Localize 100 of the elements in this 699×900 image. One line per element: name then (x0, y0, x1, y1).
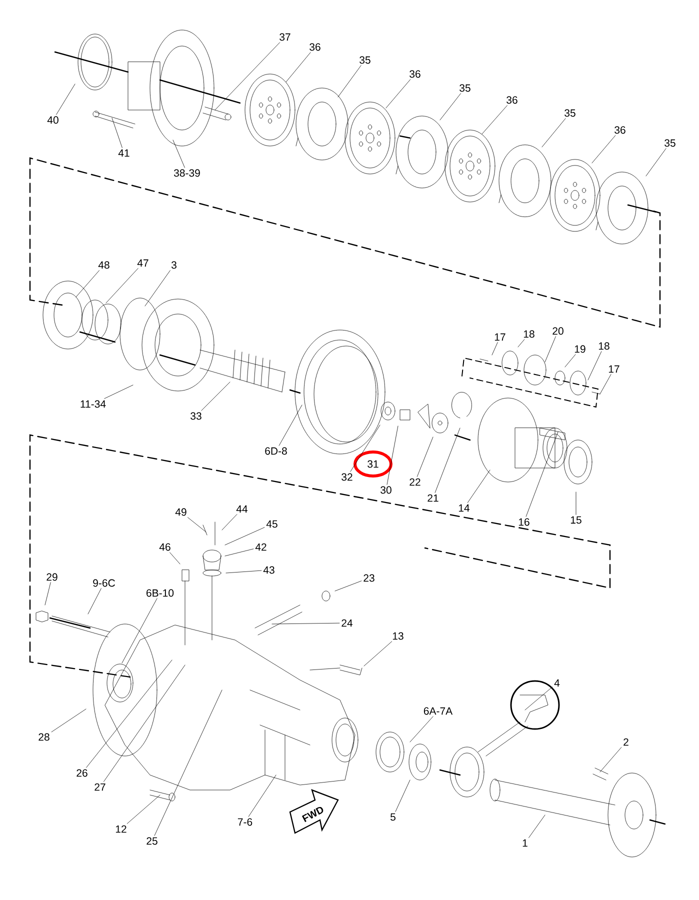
leader-line (588, 351, 602, 380)
leader-line (416, 436, 434, 477)
callout-number: 6D-8 (265, 447, 287, 455)
leader-line (544, 336, 556, 362)
callout-number: 41 (118, 149, 130, 157)
callout-number: 38-39 (174, 169, 200, 177)
leader-line (386, 426, 398, 485)
callout-number: 35 (360, 56, 370, 64)
callout-number: 35 (460, 84, 470, 92)
leader-line (334, 580, 362, 592)
leader-line (106, 268, 138, 304)
callout-number: 25 (146, 837, 158, 845)
leader-line (338, 65, 362, 98)
callout-number: 46 (159, 543, 170, 551)
callout-number: 2 (624, 738, 628, 746)
callout-number: 6A-7A (424, 707, 453, 715)
leader-line (226, 570, 262, 574)
callout-number: 4 (554, 679, 560, 687)
callout-number: 18 (598, 342, 610, 350)
callout-number: 17 (494, 333, 506, 341)
callout-number: 36 (614, 126, 626, 134)
leader-line (542, 118, 566, 148)
callout-number: 45 (266, 520, 278, 528)
leader-line (518, 339, 525, 348)
leader-line (440, 93, 461, 120)
callout-number: 3 (171, 261, 176, 269)
callout-number: 14 (458, 504, 470, 512)
callout-number: 33 (190, 412, 202, 420)
leader-line (76, 270, 100, 298)
callout-number: 11-34 (80, 400, 106, 408)
leader-line (86, 660, 172, 768)
callout-number: 28 (38, 733, 50, 741)
callout-number: 47 (137, 259, 148, 267)
callout-number: 22 (410, 478, 420, 486)
leader-line (646, 148, 666, 176)
leader-line (44, 582, 51, 606)
leader-line (600, 374, 612, 394)
callout-number: 18 (524, 330, 534, 338)
callout-number: 29 (46, 573, 58, 581)
callout-number: 35 (664, 139, 676, 147)
callout-number: 44 (236, 505, 248, 513)
leader-line (188, 517, 206, 532)
leader-line (248, 774, 276, 817)
leader-line (222, 514, 238, 530)
callout-number: 49 (175, 508, 186, 516)
leader-line (434, 428, 460, 493)
callout-number: 36 (506, 96, 518, 104)
callout-number: 31 (368, 460, 378, 468)
callout-number: 9-6C (93, 579, 115, 587)
callout-number: 36 (410, 70, 420, 78)
leader-line (170, 552, 180, 564)
leader-line (564, 354, 576, 368)
leader-line (526, 432, 558, 517)
callout-number: 7-6 (238, 818, 252, 826)
leader-line (88, 588, 102, 614)
callout-number: 27 (94, 783, 106, 791)
leader-line (272, 622, 340, 624)
callout-number: 35 (564, 109, 576, 117)
leader-line (278, 404, 302, 446)
callout-number: 15 (570, 516, 582, 524)
callout-number: 26 (76, 769, 88, 777)
callout-number: 36 (310, 43, 320, 51)
callout-number: 6B-10 (146, 589, 174, 597)
leader-line (600, 747, 622, 772)
callout-number: 13 (392, 632, 404, 640)
callout-number: 23 (364, 574, 374, 582)
leader-line (51, 708, 86, 732)
leader-line (364, 641, 392, 666)
callout-number: 16 (518, 518, 530, 526)
leader-line (286, 52, 311, 82)
callout-number: 5 (390, 813, 396, 821)
leader-line (350, 424, 380, 472)
callout-number: 43 (263, 566, 274, 574)
direction-label: FWD (302, 806, 324, 822)
leader-line (224, 527, 265, 546)
callout-number: 19 (574, 345, 586, 353)
leader-line (410, 716, 434, 742)
leader-line (154, 690, 222, 836)
leader-line (126, 794, 160, 824)
leader-line (104, 384, 134, 399)
callout-number: 1 (522, 839, 528, 847)
callout-number: 24 (342, 619, 353, 627)
leader-line (214, 42, 280, 110)
leader-line (524, 686, 553, 710)
leader-line (122, 598, 158, 664)
leader-line (492, 342, 498, 356)
leader-line (395, 780, 410, 812)
leader-line (482, 105, 508, 134)
leader-line (386, 79, 411, 108)
callout-number: 37 (280, 33, 290, 41)
leader-line (224, 548, 254, 556)
leader-line (104, 664, 186, 782)
leader-line (528, 814, 546, 838)
leader-line (112, 118, 122, 148)
callout-number: 17 (608, 365, 620, 373)
callout-number: 42 (255, 543, 266, 551)
callout-number: 48 (98, 261, 110, 269)
leader-line (201, 382, 230, 411)
callout-number: 32 (342, 473, 352, 481)
callout-number: 21 (428, 494, 438, 502)
